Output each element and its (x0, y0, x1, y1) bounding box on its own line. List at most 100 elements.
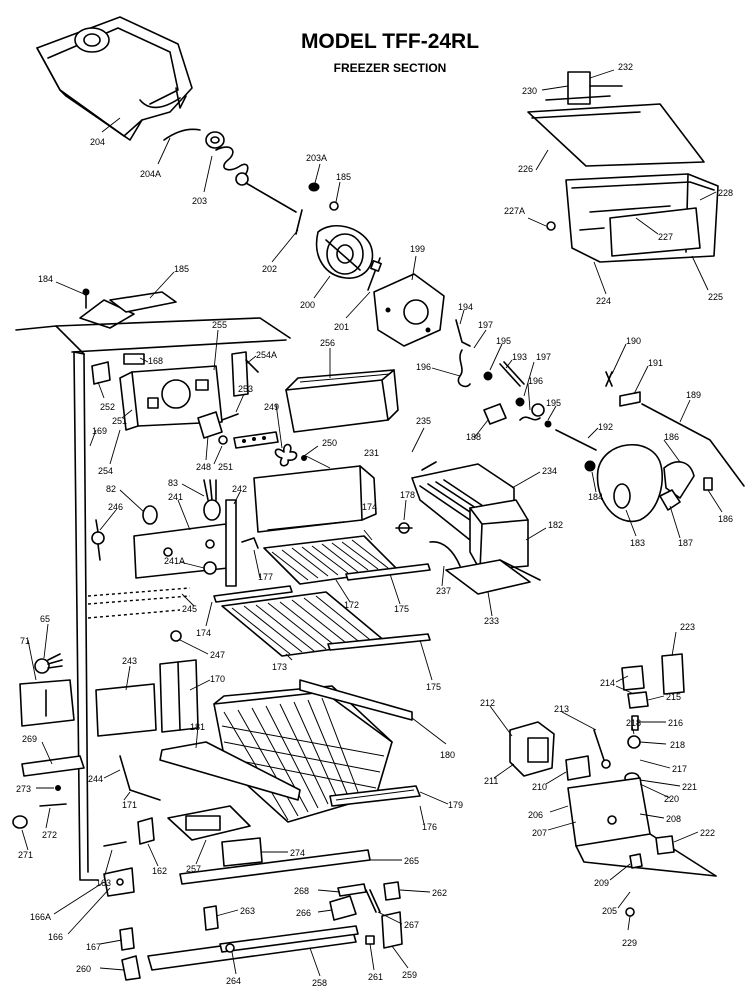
part-262 (383, 881, 401, 901)
label-83: 83 (168, 478, 178, 488)
label-190: 190 (626, 336, 641, 346)
label-267: 267 (404, 920, 419, 930)
lever-230-232 (545, 71, 623, 105)
shaft-192 (555, 429, 597, 451)
part-241A (203, 561, 217, 575)
freezer-cabinet (15, 317, 291, 881)
ice-door-housing-224 (565, 173, 719, 263)
label-82: 82 (106, 484, 116, 494)
label-208: 208 (666, 814, 681, 824)
label-169: 169 (92, 426, 107, 436)
label-251: 251 (112, 416, 127, 426)
plate-269 (21, 755, 85, 777)
model-title: MODEL TFF-24RL (301, 30, 479, 53)
label-178a: 178 (400, 490, 415, 500)
label-197b: 197 (536, 352, 551, 362)
label-230: 230 (522, 86, 537, 96)
label-217: 217 (672, 764, 687, 774)
label-227: 227 (658, 232, 673, 242)
label-175b: 175 (426, 682, 441, 692)
light-71 (19, 679, 75, 727)
part-260 (121, 955, 141, 981)
label-245: 245 (182, 604, 197, 614)
label-234: 234 (542, 466, 557, 476)
bracket-201 (367, 257, 382, 291)
pan-257 (167, 805, 251, 841)
part-237 (429, 541, 461, 567)
ice-bucket-assembly (36, 16, 193, 141)
label-173: 173 (272, 662, 287, 672)
label-174b: 174 (196, 628, 211, 638)
label-252: 252 (100, 402, 115, 412)
label-187: 187 (678, 538, 693, 548)
part-labels: 204 204A 203 203A 185 202 200 201 199 23… (16, 62, 733, 988)
part-244 (119, 755, 161, 801)
label-218b: 218 (626, 718, 641, 728)
part-263 (203, 905, 219, 931)
rail-180b (299, 679, 413, 721)
leader-lines (21, 69, 723, 977)
duct-256 (285, 369, 399, 433)
label-212: 212 (480, 698, 495, 708)
label-235: 235 (416, 416, 431, 426)
label-163: 163 (96, 878, 111, 888)
cover-plate-226 (527, 103, 705, 167)
label-177: 177 (258, 572, 273, 582)
fan-blade-249 (274, 443, 307, 467)
label-179: 179 (448, 800, 463, 810)
evaporator-cover-231 (253, 465, 377, 533)
label-213: 213 (554, 704, 569, 714)
label-221: 221 (682, 782, 697, 792)
label-220: 220 (664, 794, 679, 804)
ice-chute-seal (163, 128, 201, 141)
label-195b: 195 (546, 398, 561, 408)
label-210: 210 (532, 782, 547, 792)
compressor-266 (329, 895, 357, 921)
part-178a (395, 522, 413, 534)
label-259: 259 (402, 970, 417, 980)
timer-210 (565, 755, 591, 781)
bracket-199 (373, 273, 445, 347)
part-214 (621, 665, 649, 709)
rod-189 (641, 403, 745, 487)
label-250: 250 (322, 438, 337, 448)
label-232: 232 (618, 62, 633, 72)
label-262: 262 (432, 888, 447, 898)
ice-maker-springs (455, 319, 552, 428)
part-163 (103, 841, 127, 847)
label-172: 172 (344, 600, 359, 610)
screw-229 (625, 907, 635, 917)
label-264: 264 (226, 976, 241, 986)
label-192: 192 (598, 422, 613, 432)
part-252 (91, 361, 111, 385)
label-71: 71 (20, 636, 30, 646)
label-272: 272 (42, 830, 57, 840)
label-205: 205 (602, 906, 617, 916)
switch-248 (197, 411, 239, 439)
label-218a: 218 (670, 740, 685, 750)
rail-265 (179, 849, 371, 885)
label-195: 195 (496, 336, 511, 346)
label-253: 253 (238, 384, 253, 394)
label-258: 258 (312, 978, 327, 988)
label-200: 200 (300, 300, 315, 310)
fan-motor-200 (315, 224, 374, 279)
tray-233 (445, 559, 541, 595)
label-203: 203 (192, 196, 207, 206)
label-266: 266 (296, 908, 311, 918)
part-223 (661, 653, 685, 695)
label-222: 222 (700, 828, 715, 838)
label-254: 254 (98, 466, 113, 476)
label-256: 256 (320, 338, 335, 348)
trim-245 (87, 587, 191, 619)
label-273: 273 (16, 784, 31, 794)
label-274: 274 (290, 848, 305, 858)
label-166: 166 (48, 932, 63, 942)
rail-175a (345, 563, 431, 581)
label-185a: 185 (336, 172, 351, 182)
damper-212 (509, 721, 555, 777)
wire-246 (91, 519, 105, 561)
label-251b: 251 (218, 462, 233, 472)
rail-181 (159, 741, 301, 801)
part-209 (629, 853, 643, 869)
